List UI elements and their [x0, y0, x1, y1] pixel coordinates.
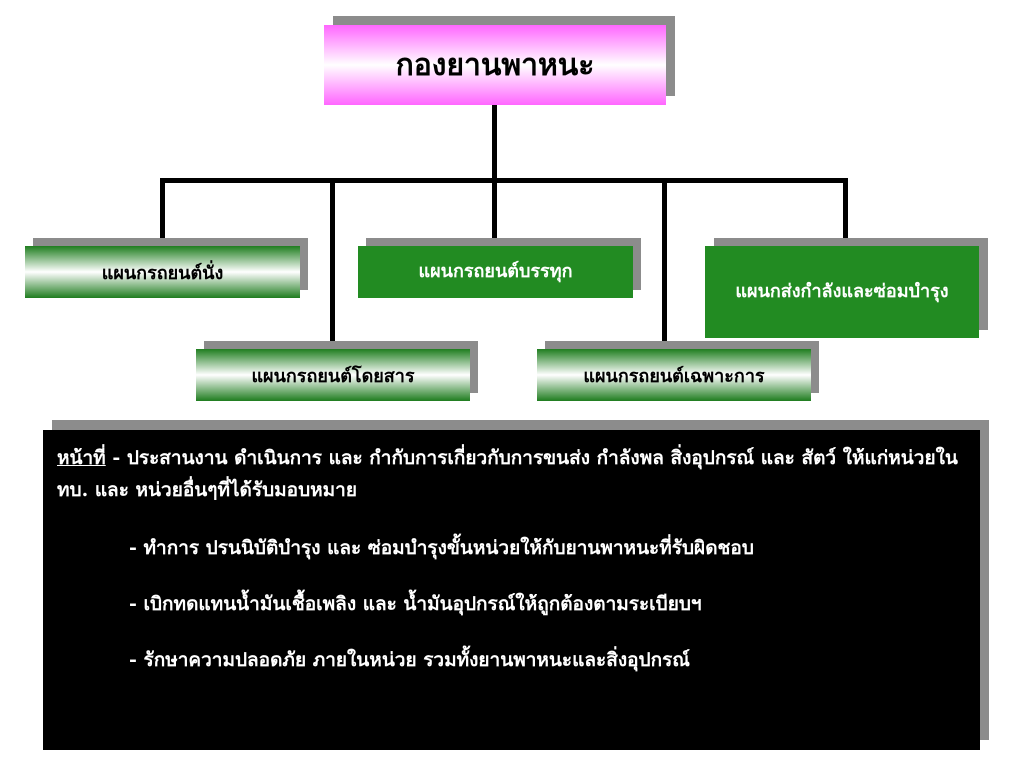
unit-box-label: แผนกรถยนต์โดยสาร — [251, 365, 415, 387]
horizontal-connector-line — [160, 178, 848, 183]
duty-intro-paragraph: หน้าที่ - ประสานงาน ดำเนินการ และ กำกับก… — [57, 442, 966, 507]
connector-drop-supply-maintenance — [843, 178, 848, 248]
unit-box-label: แผนกรถยนต์เฉพาะการ — [583, 365, 765, 387]
connector-drop-special-vehicle — [662, 178, 667, 348]
duty-item: - เบิกทดแทนน้ำมันเชื้อเพลิง และ น้ำมันอุ… — [129, 592, 702, 615]
duty-panel: หน้าที่ - ประสานงาน ดำเนินการ และ กำกับก… — [43, 430, 980, 750]
root-box-label: กองยานพาหนะ — [395, 47, 595, 83]
unit-box-label: แผนกส่งกำลังและซ่อมบำรุง — [735, 280, 949, 302]
unit-box-label: แผนกรถยนต์บรรทุก — [418, 260, 573, 282]
unit-box-passenger-car: แผนกรถยนต์นั่ง — [25, 246, 300, 298]
duty-intro-text: - ประสานงาน ดำเนินการ และ กำกับการเกี่ยว… — [57, 447, 958, 502]
connector-drop-passenger-car — [160, 178, 165, 248]
duty-heading: หน้าที่ — [57, 447, 106, 469]
connector-drop-bus — [330, 178, 335, 348]
unit-box-special-vehicle: แผนกรถยนต์เฉพาะการ — [537, 349, 811, 401]
unit-box-label: แผนกรถยนต์นั่ง — [101, 262, 224, 284]
unit-box-bus: แผนกรถยนต์โดยสาร — [196, 349, 470, 401]
connector-drop-truck — [492, 178, 497, 248]
root-box: กองยานพาหนะ — [324, 25, 666, 105]
unit-box-truck: แผนกรถยนต์บรรทุก — [358, 246, 633, 298]
unit-box-supply-maintenance: แผนกส่งกำลังและซ่อมบำรุง — [705, 246, 979, 338]
duty-item: - รักษาความปลอดภัย ภายในหน่วย รวมทั้งยาน… — [129, 648, 690, 671]
duty-item: - ทำการ ปรนนิบัติบำรุง และ ซ่อมบำรุงขั้น… — [129, 536, 754, 559]
root-connector-line — [492, 104, 497, 182]
